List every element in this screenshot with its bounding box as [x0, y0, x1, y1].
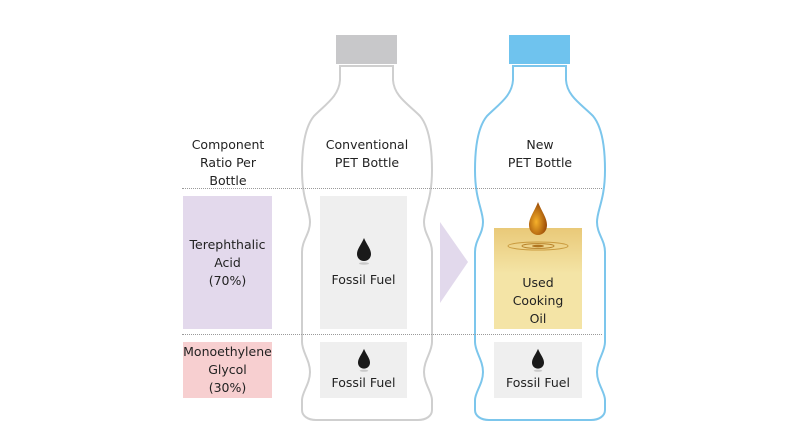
- new-upper-label-line3: Oil: [529, 311, 547, 326]
- new-lower-label: Fossil Fuel: [506, 375, 570, 390]
- new-fossil-fuel-lower: Fossil Fuel: [494, 342, 582, 398]
- conventional-upper-label: Fossil Fuel: [331, 271, 396, 287]
- component-header-line2: Ratio Per Bottle: [200, 155, 256, 188]
- conventional-lower-label: Fossil Fuel: [331, 375, 396, 390]
- new-bottle-header: New PET Bottle: [490, 136, 590, 172]
- separator-top: [182, 188, 602, 189]
- component-ratio: (70%): [208, 272, 247, 288]
- component-name-line1: Monoethylene: [183, 344, 272, 359]
- conventional-bottle-header: Conventional PET Bottle: [317, 136, 417, 172]
- new-header-line1: New: [526, 137, 554, 152]
- conventional-bottle-outline: [300, 65, 434, 421]
- new-upper-label-line1: Used: [522, 275, 554, 290]
- cooking-oil-drop-icon: [507, 202, 569, 251]
- component-terephthalic-acid: Terephthalic Acid (70%): [183, 196, 272, 329]
- component-ratio-header: Component Ratio Per Bottle: [182, 136, 274, 190]
- component-name-line1: Terephthalic: [189, 236, 266, 252]
- oil-drop-icon: [357, 348, 370, 372]
- conventional-fossil-fuel-upper: Fossil Fuel: [320, 196, 407, 329]
- new-upper-label: Used Cooking Oil: [494, 274, 582, 328]
- component-ratio: (30%): [208, 380, 247, 395]
- component-monoethylene-glycol: Monoethylene Glycol (30%): [183, 342, 272, 398]
- oil-drop-icon: [532, 348, 544, 372]
- new-bottle-cap: [509, 35, 570, 64]
- conventional-header-line2: PET Bottle: [334, 155, 400, 170]
- conventional-header-line1: Conventional: [325, 137, 409, 152]
- oil-drop-icon: [356, 237, 371, 265]
- conventional-bottle-cap: [336, 35, 397, 64]
- component-name-line2: Glycol: [208, 362, 247, 377]
- component-header-line1: Component: [191, 137, 265, 152]
- new-upper-label-line2: Cooking: [512, 293, 564, 308]
- transition-arrow: [440, 222, 468, 303]
- separator-middle: [182, 334, 602, 335]
- component-name-line2: Acid: [214, 254, 241, 270]
- conventional-fossil-fuel-lower: Fossil Fuel: [320, 342, 407, 398]
- new-header-line2: PET Bottle: [507, 155, 573, 170]
- new-bottle-outline: [473, 65, 607, 421]
